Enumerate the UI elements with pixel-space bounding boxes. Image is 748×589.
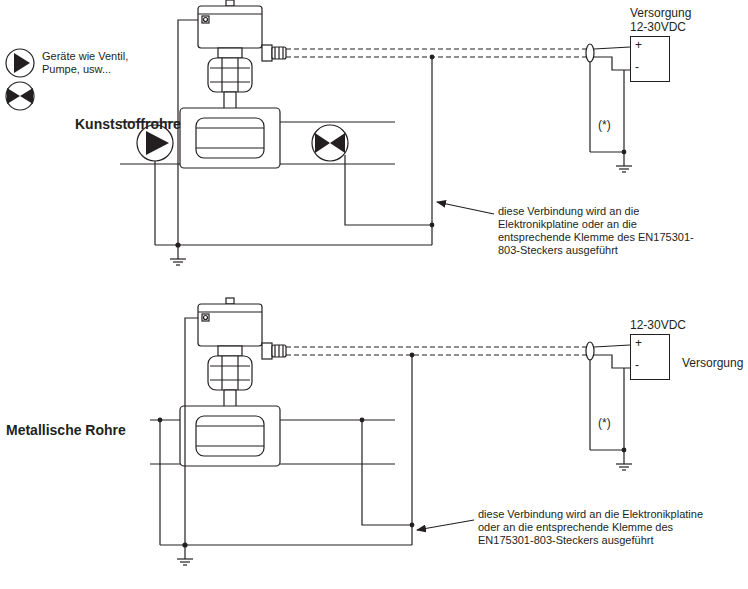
note-text: Geräte wie Ventil, Pumpe, usw...: [42, 50, 162, 76]
terminal-label: -: [634, 358, 640, 372]
supply-label: 12-30VDC: [630, 20, 686, 34]
power-supply: Versorgung12-30VDC + -: [626, 2, 692, 82]
note-text: diese Verbindung wird an die Elektronikp…: [498, 205, 698, 257]
terminal-label: -: [634, 60, 640, 74]
footnote-mark: (*): [597, 416, 612, 430]
supply-label: Versorgung: [630, 6, 691, 20]
supply-label: 12-30VDC: [630, 318, 686, 332]
supply-label: Versorgung: [682, 356, 743, 370]
pipe-type-label: Kunststoffrohre: [75, 116, 181, 132]
footnote-mark: (*): [597, 118, 612, 132]
pipe-type-label: Metallische Rohre: [6, 422, 126, 438]
terminal-label: +: [634, 336, 643, 350]
terminal-label: +: [634, 38, 643, 52]
power-supply: 12-30VDC + - Versorgung: [626, 300, 744, 380]
note-text: diese Verbindung wird an die Elektronikp…: [478, 508, 718, 547]
